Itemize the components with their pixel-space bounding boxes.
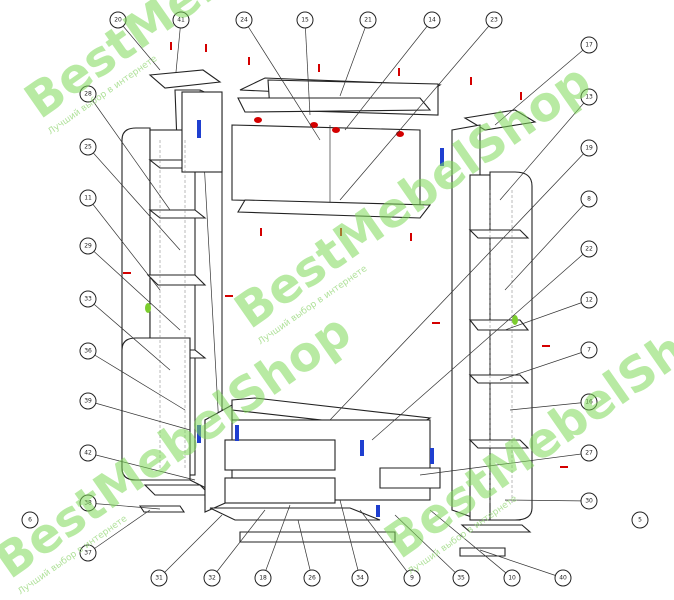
- callout-32: 32: [203, 569, 221, 587]
- leader-lines: [87, 19, 590, 579]
- callout-6: 6: [21, 511, 39, 529]
- callout-38: 38: [79, 494, 97, 512]
- svg-text:40: 40: [559, 575, 567, 582]
- svg-text:10: 10: [508, 575, 516, 582]
- svg-text:23: 23: [490, 17, 498, 24]
- svg-text:18: 18: [259, 575, 267, 582]
- callout-30: 30: [580, 492, 598, 510]
- callout-21: 21: [359, 11, 377, 29]
- callout-37: 37: [79, 544, 97, 562]
- callout-34: 34: [351, 569, 369, 587]
- svg-text:34: 34: [356, 575, 364, 582]
- svg-text:17: 17: [585, 42, 593, 49]
- svg-text:8: 8: [587, 196, 591, 203]
- callout-28: 28: [79, 85, 97, 103]
- callout-7: 7: [580, 341, 598, 359]
- callout-8: 8: [580, 190, 598, 208]
- svg-text:32: 32: [208, 575, 216, 582]
- svg-text:21: 21: [364, 17, 372, 24]
- svg-text:9: 9: [410, 575, 414, 582]
- callout-42: 42: [79, 444, 97, 462]
- callout-26: 26: [303, 569, 321, 587]
- callout-9: 9: [403, 569, 421, 587]
- callout-10: 10: [503, 569, 521, 587]
- svg-text:26: 26: [308, 575, 316, 582]
- svg-text:19: 19: [585, 145, 593, 152]
- svg-text:36: 36: [84, 348, 92, 355]
- right-cabinet: [451, 109, 537, 533]
- callout-39: 39: [79, 392, 97, 410]
- callout-13: 13: [580, 88, 598, 106]
- svg-text:30: 30: [585, 498, 593, 505]
- svg-text:6: 6: [28, 517, 32, 524]
- svg-text:39: 39: [84, 398, 92, 405]
- svg-text:25: 25: [84, 144, 92, 151]
- callout-5: 5: [631, 511, 649, 529]
- callout-22: 22: [580, 240, 598, 258]
- callout-41: 41: [172, 11, 190, 29]
- svg-text:42: 42: [84, 450, 92, 457]
- callout-15: 15: [296, 11, 314, 29]
- callout-23: 23: [485, 11, 503, 29]
- svg-text:20: 20: [114, 17, 122, 24]
- svg-text:33: 33: [84, 296, 92, 303]
- svg-text:13: 13: [585, 94, 593, 101]
- svg-text:14: 14: [428, 17, 436, 24]
- svg-text:15: 15: [301, 17, 309, 24]
- callout-19: 19: [580, 139, 598, 157]
- svg-text:7: 7: [587, 347, 591, 354]
- callout-12: 12: [580, 291, 598, 309]
- svg-text:31: 31: [155, 575, 163, 582]
- callout-14: 14: [423, 11, 441, 29]
- callouts: 20 41 24 15 21 14 23 17 13 19 8 22 12 7 …: [21, 11, 649, 587]
- svg-text:22: 22: [585, 246, 593, 253]
- fittings: [123, 42, 568, 468]
- svg-text:35: 35: [457, 575, 465, 582]
- callout-20: 20: [109, 11, 127, 29]
- callout-31: 31: [150, 569, 168, 587]
- callout-25: 25: [79, 138, 97, 156]
- svg-text:28: 28: [84, 91, 92, 98]
- callout-24: 24: [235, 11, 253, 29]
- callout-33: 33: [79, 290, 97, 308]
- svg-text:16: 16: [585, 399, 593, 406]
- callout-17: 17: [580, 36, 598, 54]
- svg-text:41: 41: [177, 17, 185, 24]
- svg-text:29: 29: [84, 243, 92, 250]
- svg-text:38: 38: [84, 500, 92, 507]
- callout-16: 16: [580, 393, 598, 411]
- callout-35: 35: [452, 569, 470, 587]
- svg-text:37: 37: [84, 550, 92, 557]
- callout-36: 36: [79, 342, 97, 360]
- left-cabinet: [121, 69, 223, 513]
- tv-stand: [204, 397, 506, 557]
- svg-text:24: 24: [240, 17, 248, 24]
- callout-18: 18: [254, 569, 272, 587]
- callout-27: 27: [580, 444, 598, 462]
- svg-text:5: 5: [638, 517, 642, 524]
- svg-text:11: 11: [84, 195, 92, 202]
- callout-11: 11: [79, 189, 97, 207]
- callout-29: 29: [79, 237, 97, 255]
- svg-text:12: 12: [585, 297, 593, 304]
- svg-text:27: 27: [585, 450, 593, 457]
- callout-40: 40: [554, 569, 572, 587]
- wall-unit: [231, 77, 444, 219]
